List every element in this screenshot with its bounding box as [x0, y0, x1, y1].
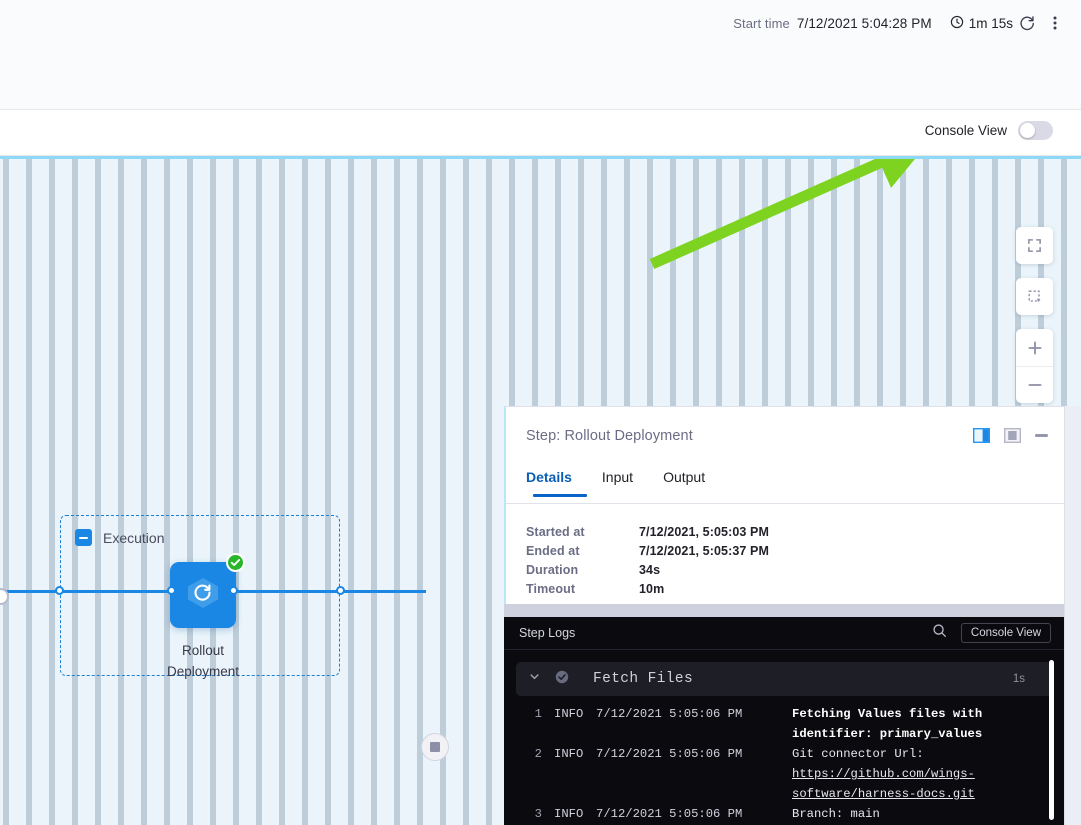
log-line-number: 1 [534, 707, 542, 721]
field-key: Timeout [526, 582, 576, 596]
port-group-out[interactable] [336, 586, 345, 595]
field-value: 7/12/2021, 5:05:03 PM [639, 525, 769, 539]
log-line-level: INFO [554, 807, 584, 821]
previous-stage-node[interactable] [0, 588, 9, 605]
console-view-label: Console View [924, 123, 1007, 138]
chevron-down-icon[interactable] [528, 670, 541, 688]
field-row: Timeout 10m [526, 582, 1065, 596]
collapse-group-button[interactable] [75, 529, 92, 546]
log-line-time: 7/12/2021 5:05:06 PM [596, 807, 743, 821]
top-header-bar: Start time 7/12/2021 5:04:28 PM 1m 15s [0, 0, 1081, 110]
check-circle-icon [555, 670, 569, 689]
rollout-refresh-icon [183, 575, 223, 616]
log-line: 3 INFO 7/12/2021 5:05:06 PM Branch: main [516, 804, 1065, 824]
field-value: 34s [639, 563, 661, 577]
tab-output[interactable]: Output [663, 469, 706, 485]
log-line-level: INFO [554, 707, 584, 721]
field-row: Ended at 7/12/2021, 5:05:37 PM [526, 544, 1065, 558]
tab-details[interactable]: Details [518, 463, 587, 497]
execution-meta: Start time 7/12/2021 5:04:28 PM 1m 15s [733, 9, 1069, 37]
fit-tool-card [1016, 227, 1053, 264]
field-key: Started at [526, 525, 585, 539]
log-section-name: Fetch Files [593, 671, 694, 687]
log-line-message: Fetching Values files with identifier: p… [792, 707, 983, 741]
step-logs-panel: Step Logs Console View [504, 617, 1065, 825]
step-detail-title: Step: Rollout Deployment [526, 428, 693, 444]
log-line-message: Branch: main [792, 807, 880, 821]
start-time-value: 7/12/2021 5:04:28 PM [796, 15, 932, 31]
step-logs-actions: Console View [932, 623, 1051, 643]
plus-icon[interactable] [1016, 329, 1053, 366]
tab-input[interactable]: Input [601, 469, 634, 485]
start-time-label: Start time [733, 15, 790, 31]
kebab-menu-icon[interactable] [1041, 9, 1069, 37]
field-value: 10m [639, 582, 665, 596]
log-message-link[interactable]: https://github.com/wings-software/harnes… [792, 767, 975, 801]
search-icon[interactable] [932, 623, 947, 643]
log-line-number: 3 [534, 807, 542, 821]
step-detail-fields: Started at 7/12/2021, 5:05:03 PM Ended a… [506, 504, 1065, 596]
right-margin-strip [1065, 406, 1081, 825]
step-node-box[interactable] [170, 553, 245, 628]
pipeline-end-node[interactable] [421, 733, 449, 761]
log-line-time: 7/12/2021 5:05:06 PM [596, 707, 743, 721]
step-logs-header: Step Logs Console View [504, 617, 1065, 650]
logs-console-view-button[interactable]: Console View [960, 623, 1051, 643]
minimize-icon[interactable] [1035, 434, 1048, 437]
step-detail-header: Step: Rollout Deployment [506, 407, 1065, 463]
minus-icon[interactable] [1016, 366, 1053, 403]
step-node-rollout-deployment[interactable]: Rollout Deployment [167, 553, 245, 682]
field-row: Started at 7/12/2021, 5:05:03 PM [526, 525, 1065, 539]
log-section-duration: 1s [1012, 673, 1025, 685]
log-section-header[interactable]: Fetch Files 1s [516, 662, 1053, 696]
check-circle-icon [226, 553, 245, 572]
step-logs-title: Step Logs [519, 626, 576, 640]
zoom-tool-card [1016, 329, 1053, 403]
execution-group-label: Execution [103, 529, 165, 546]
port-left[interactable] [55, 586, 64, 595]
log-message-text: Git connector Url: [792, 747, 924, 761]
field-value: 7/12/2021, 5:05:37 PM [639, 544, 769, 558]
execution-group-header: Execution [75, 529, 164, 546]
refresh-icon[interactable] [1013, 9, 1041, 37]
step-node-label: Rollout Deployment [166, 643, 240, 679]
step-detail-tabs: Details Input Output [506, 463, 1065, 504]
duration-meta: 1m 15s [950, 15, 1013, 32]
port-node-out[interactable] [229, 586, 238, 595]
port-node-in[interactable] [167, 586, 176, 595]
expand-icon[interactable] [1016, 227, 1053, 264]
marquee-select-icon[interactable] [1016, 278, 1053, 315]
log-scrollbar[interactable] [1049, 660, 1054, 820]
panel-divider[interactable] [504, 604, 1065, 617]
field-key: Duration [526, 563, 579, 577]
canvas-tools [1016, 227, 1053, 403]
pipeline-graph: Execution [0, 159, 1081, 825]
edge-incoming [0, 590, 175, 593]
panel-right-icon[interactable] [972, 427, 991, 444]
log-line-time: 7/12/2021 5:05:06 PM [596, 747, 743, 761]
panel-bottom-icon[interactable] [1003, 427, 1022, 444]
log-line-level: INFO [554, 747, 584, 761]
field-row: Duration 34s [526, 563, 1065, 577]
step-detail-actions [972, 427, 1048, 444]
console-view-toggle[interactable] [1018, 121, 1053, 140]
duration-value: 1m 15s [968, 15, 1013, 31]
select-tool-card [1016, 278, 1053, 315]
console-view-bar: Console View [0, 110, 1081, 156]
execution-group[interactable]: Execution [60, 515, 340, 676]
log-line-message: Git connector Url: https://github.com/wi… [792, 744, 1027, 804]
edge-outgoing [231, 590, 426, 593]
right-strip-divider [1064, 406, 1065, 825]
clock-icon [950, 15, 964, 32]
log-line-list[interactable]: 1 INFO 7/12/2021 5:05:06 PM Fetching Val… [504, 704, 1065, 824]
console-view-control[interactable]: Console View [925, 121, 1053, 140]
log-line: 1 INFO 7/12/2021 5:05:06 PM Fetching Val… [516, 704, 1065, 744]
log-line-number: 2 [534, 747, 542, 761]
field-key: Ended at [526, 544, 580, 558]
log-line: 2 INFO 7/12/2021 5:05:06 PM Git connecto… [516, 744, 1065, 804]
